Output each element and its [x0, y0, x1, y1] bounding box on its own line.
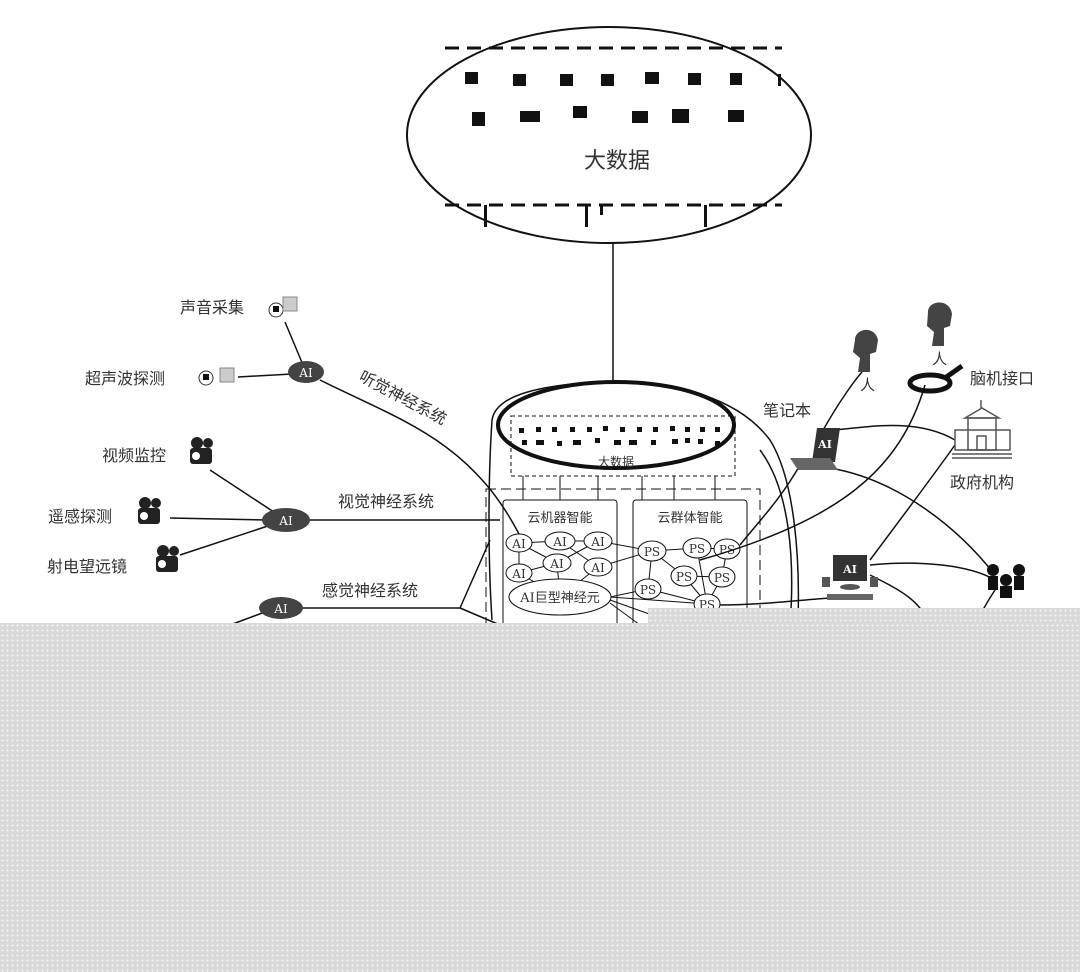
- svg-text:AI: AI: [552, 535, 567, 549]
- person-label: 人: [860, 376, 875, 394]
- cloud-swarm-title: 云群体智能: [657, 511, 722, 526]
- svg-text:AI: AI: [590, 561, 605, 575]
- person-head-icon: [927, 302, 952, 346]
- svg-text:AI: AI: [511, 567, 526, 581]
- ai-node-visual: AI: [262, 508, 310, 532]
- visual-system-label: 视觉神经系统: [338, 492, 434, 511]
- laptop-label: 笔记本: [763, 401, 811, 420]
- camera-icon: [138, 497, 161, 524]
- svg-text:AI: AI: [842, 563, 857, 576]
- ps-node: PS: [637, 540, 667, 562]
- antenna-icon: [198, 367, 235, 386]
- ps-node: PS: [634, 578, 662, 600]
- person-label: 人: [932, 350, 947, 368]
- obscured-region: [648, 608, 1080, 624]
- antenna-icon: [268, 296, 298, 318]
- inner-big-data: 大数据: [496, 380, 736, 500]
- ai-node-sensory: AI: [259, 597, 303, 619]
- svg-text:AI: AI: [817, 438, 832, 451]
- top-big-data-cloud: 大数据: [406, 26, 812, 244]
- visual-links: [169, 469, 501, 626]
- obscured-region: [0, 623, 1080, 972]
- ai-giant-neuron: AI巨型神经元: [508, 578, 612, 616]
- inner-big-data-label: 大数据: [598, 454, 634, 469]
- auditory-system-label: 听觉神经系统: [356, 367, 450, 429]
- ai-node: AI: [583, 531, 613, 551]
- ai-node: AI: [583, 557, 613, 577]
- sensory-system-label: 感觉神经系统: [322, 581, 418, 600]
- svg-text:AI: AI: [549, 557, 564, 571]
- ai-node-auditory: AI: [288, 361, 324, 383]
- government-building-icon: [952, 400, 1012, 459]
- ai-node: AI: [505, 563, 533, 583]
- ps-node: PS: [682, 537, 712, 559]
- bci-label: 脑机接口: [970, 369, 1034, 388]
- svg-text:AI: AI: [590, 535, 605, 549]
- cloud-machine-intelligence: 云机器智能 AI AI AI AI AI AI AI巨型神经元: [502, 499, 708, 631]
- ai-node: AI: [544, 531, 576, 551]
- cloud-region-dashed: [485, 488, 761, 630]
- ai-node: AI: [542, 553, 572, 573]
- laptop-icon: AI: [790, 428, 840, 470]
- svg-text:PS: PS: [714, 571, 730, 585]
- sensor-sound-capture: 声音采集: [180, 298, 244, 317]
- desktop-computer-icon: AI: [822, 555, 878, 600]
- svg-text:AI巨型神经元: AI巨型神经元: [519, 591, 600, 606]
- svg-text:AI: AI: [273, 602, 288, 616]
- brain-interface-icon: [907, 363, 964, 394]
- gov-label: 政府机构: [950, 473, 1014, 492]
- camera-icon: [156, 545, 179, 572]
- camera-icon: [190, 437, 213, 464]
- svg-text:AI: AI: [298, 366, 313, 380]
- svg-text:AI: AI: [511, 537, 526, 551]
- person-head-icon: [853, 329, 878, 372]
- ps-node: PS: [670, 565, 698, 587]
- svg-text:PS: PS: [676, 570, 692, 584]
- svg-text:PS: PS: [644, 545, 660, 559]
- svg-text:PS: PS: [640, 583, 656, 597]
- ai-node: AI: [505, 533, 533, 553]
- svg-text:PS: PS: [689, 542, 705, 556]
- sensor-radio-telescope: 射电望远镜: [47, 557, 127, 576]
- cloud-machine-title: 云机器智能: [527, 511, 592, 526]
- sensor-ultrasonic: 超声波探测: [85, 369, 165, 388]
- svg-text:AI: AI: [278, 514, 293, 528]
- top-big-data-label: 大数据: [584, 149, 650, 174]
- sensor-remote-sensing: 遥感探测: [48, 507, 112, 526]
- group-people-icon: [987, 564, 1025, 598]
- ps-node: PS: [708, 566, 736, 588]
- sensor-video-surveillance: 视频监控: [102, 446, 166, 465]
